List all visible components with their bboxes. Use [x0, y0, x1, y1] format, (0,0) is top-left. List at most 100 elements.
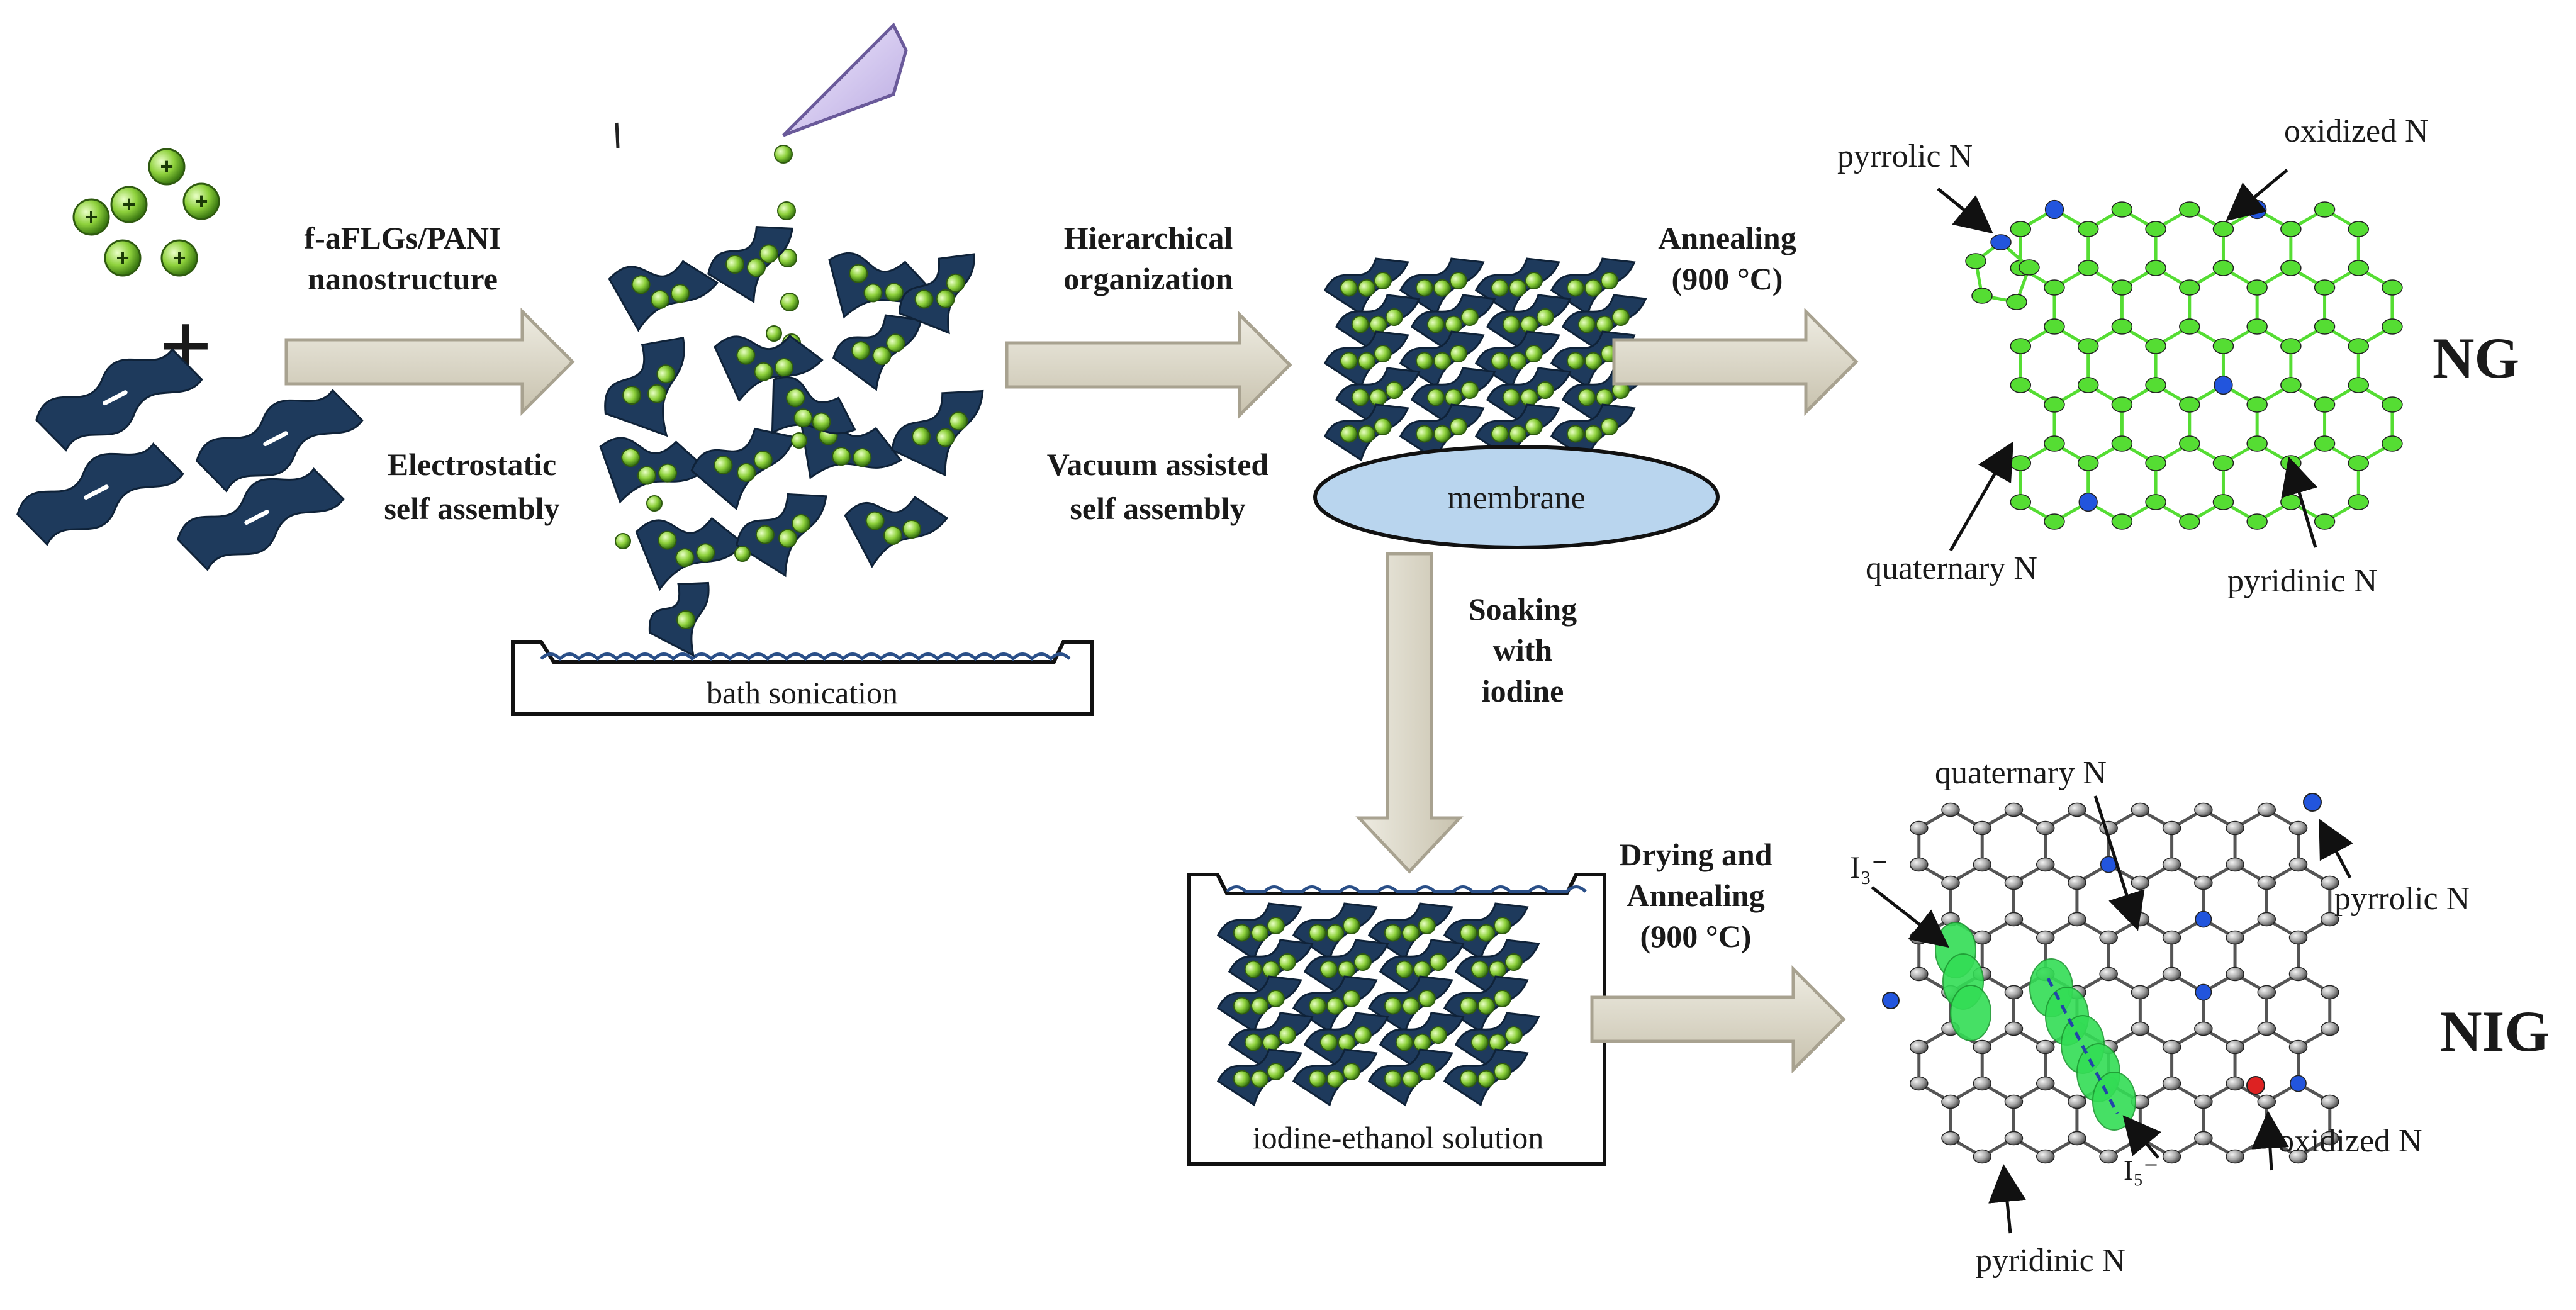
graphene-flake: [599, 437, 708, 504]
carbon-atom: [2036, 930, 2055, 945]
ng-pyridinic-label: pyridinic N: [2227, 563, 2377, 599]
carbon-atom: [2145, 260, 2166, 276]
iodine-chains: [1935, 922, 2136, 1131]
sheet-body: [177, 467, 345, 571]
carbon-atom: [1941, 802, 1960, 817]
carbon-atom: [2111, 513, 2133, 530]
bead: [1340, 425, 1358, 443]
graphene-flake: [1303, 1012, 1389, 1070]
carbon-atom: [2226, 1076, 2244, 1091]
graphene-flake: [1474, 257, 1560, 316]
graphene-flake: [1292, 975, 1378, 1034]
graphene-flake: [844, 496, 949, 568]
carbon-atom: [2288, 1039, 2308, 1055]
ng-oxidized-label: oxidized N: [2284, 113, 2429, 149]
carbon-atom: [2382, 318, 2403, 335]
bead: [1566, 279, 1584, 297]
bead: [658, 463, 678, 483]
carbon-atom: [2288, 1149, 2308, 1164]
plus-glyph: +: [122, 191, 135, 217]
carbon-atom: [2099, 966, 2118, 982]
graphene-flake: [707, 226, 793, 303]
bead: [1577, 388, 1596, 406]
iodine-solution-label: iodine-ethanol solution: [1253, 1120, 1543, 1155]
step3-top-line2: (900 °C): [1672, 261, 1783, 296]
step2-top-line2: organization: [1063, 261, 1233, 296]
graphene-flake: [771, 376, 856, 435]
carbon-atom: [2280, 377, 2302, 393]
carbon-atom: [2226, 930, 2244, 945]
carbon-atom: [2099, 930, 2118, 945]
carbon-atom: [2004, 912, 2024, 927]
bead: [1358, 425, 1376, 443]
graphene-flake: [1367, 975, 1453, 1034]
bead: [1433, 279, 1452, 297]
carbon-atom: [2162, 1039, 2181, 1055]
graphene-flake: [1399, 330, 1485, 389]
positive-ion: +: [72, 198, 110, 236]
carbon-atom: [2131, 985, 2150, 1000]
bead: [1395, 1033, 1413, 1051]
bead: [792, 513, 811, 533]
graphene-flake: [604, 337, 685, 437]
bead: [1502, 315, 1520, 333]
carbon-atom: [1973, 1076, 1991, 1091]
bead: [786, 388, 805, 408]
carbon-atom: [2145, 455, 2166, 471]
plus-glyph: +: [116, 245, 129, 271]
graphene-flake: [899, 253, 975, 335]
negative-sheet: [16, 442, 184, 546]
bead: [615, 533, 631, 549]
carbon-atom: [1973, 1149, 1991, 1164]
bead: [1433, 352, 1452, 370]
carbon-atom: [2068, 912, 2086, 927]
bead: [1395, 960, 1413, 978]
heteroatom: [2248, 199, 2267, 220]
carbon-atom: [1910, 1076, 1929, 1091]
carbon-atom: [2145, 221, 2166, 237]
carbon-atom: [2068, 802, 2086, 817]
ion-sphere: [110, 186, 148, 223]
ion-sphere: [104, 239, 142, 277]
carbon-atom: [2321, 1131, 2339, 1146]
carbon-atom: [2348, 377, 2369, 393]
carbon-atom: [2212, 338, 2234, 354]
carbon-atom: [2314, 318, 2336, 335]
carbon-atom: [2246, 435, 2268, 452]
carbon-atom: [2288, 930, 2308, 945]
carbon-atom: [2111, 318, 2133, 335]
carbon-atom: [2099, 1149, 2118, 1164]
bead: [851, 341, 871, 361]
carbon-atom: [2280, 338, 2302, 354]
bead: [753, 450, 773, 469]
bead: [775, 358, 794, 378]
carbon-atom: [2194, 1094, 2213, 1109]
carbon-atom: [2145, 494, 2166, 510]
bead: [737, 462, 756, 482]
bead: [1502, 388, 1520, 406]
bead: [637, 466, 656, 485]
carbon-atom: [2288, 857, 2308, 872]
carbon-atom: [2036, 857, 2055, 872]
graphene-flake: [1216, 975, 1302, 1034]
graphene-flake: [1323, 403, 1409, 462]
bead: [1584, 352, 1603, 370]
bead: [865, 511, 885, 530]
heteroatom: [2044, 199, 2064, 220]
carbon-atom: [1965, 253, 1986, 269]
positive-ion: +: [148, 148, 186, 186]
nig-i3-label: I₃⁻: [1850, 849, 1888, 885]
bead: [949, 411, 968, 431]
carbon-atom: [2004, 1131, 2024, 1146]
bead: [1233, 1070, 1251, 1088]
bead: [1353, 953, 1372, 971]
graphene-flake: [1367, 1048, 1453, 1107]
bead: [1342, 990, 1360, 1008]
bead: [622, 386, 642, 405]
graphene-flake: [1379, 1012, 1465, 1070]
bead: [1308, 997, 1326, 1015]
carbon-atom: [2162, 820, 2181, 836]
bead: [1477, 1070, 1496, 1088]
carbon-atom: [2348, 221, 2369, 237]
carbon-atom: [2382, 279, 2403, 296]
